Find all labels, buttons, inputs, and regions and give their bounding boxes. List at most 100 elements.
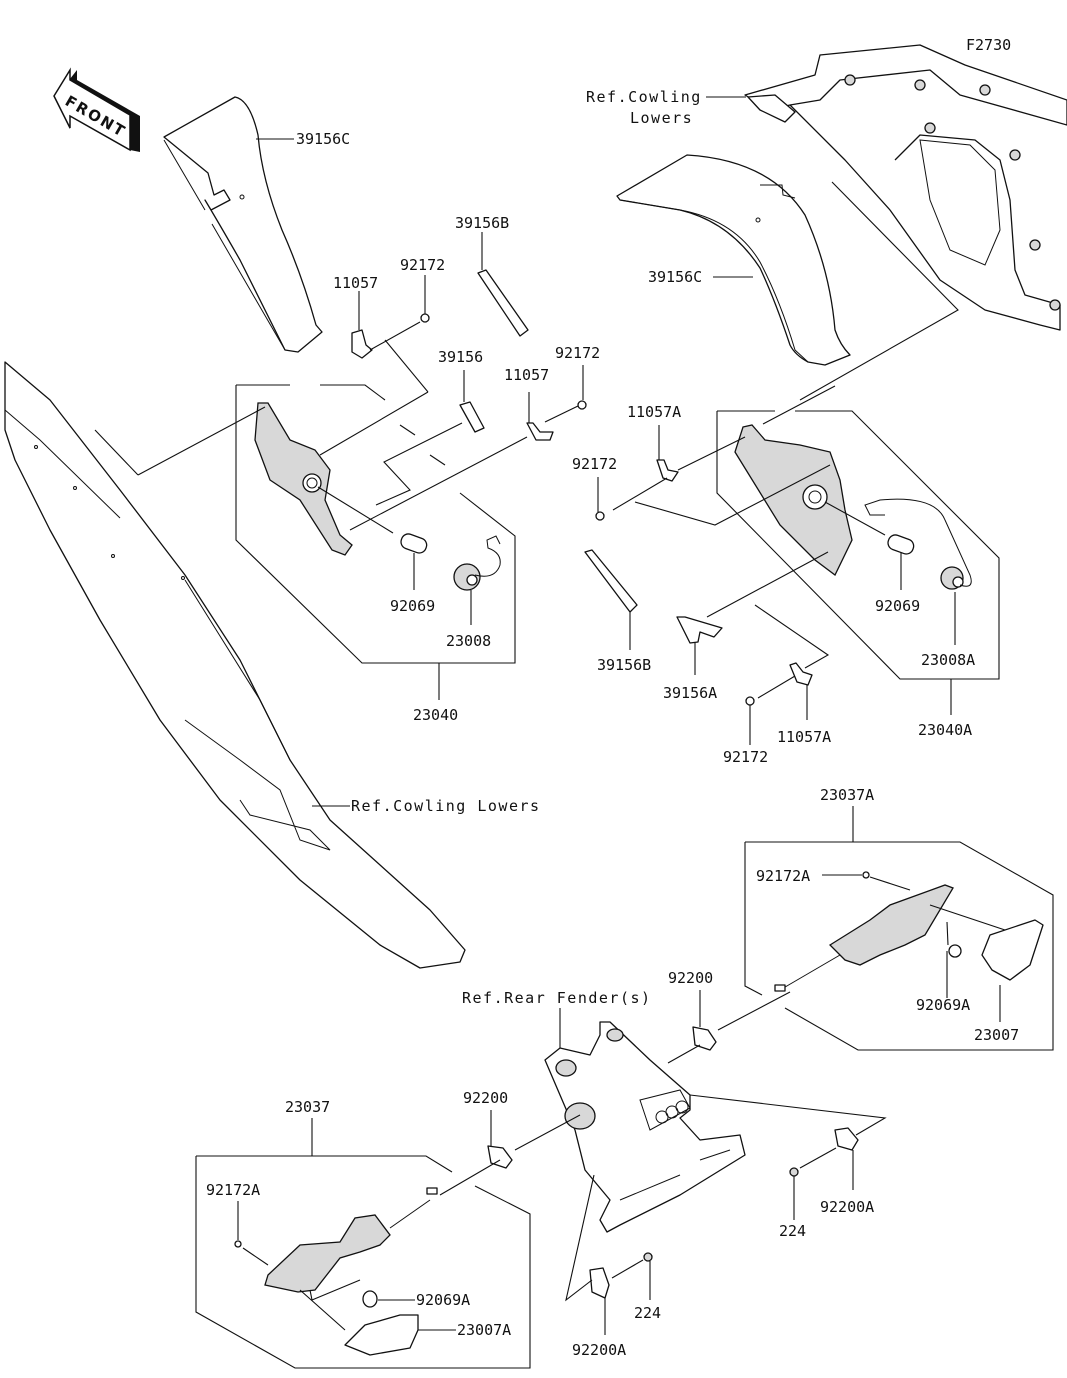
turn-signal-stalk-right xyxy=(774,884,954,992)
leader xyxy=(565,1174,595,1302)
part-label-92200-right[interactable]: 92200 xyxy=(668,969,713,987)
part-label-92172-a[interactable]: 92172 xyxy=(400,256,445,274)
bracket-11057A-top xyxy=(656,459,679,482)
screw-224-right xyxy=(789,1167,799,1177)
leader xyxy=(384,339,429,393)
part-label-11057A-bottom[interactable]: 11057A xyxy=(777,728,831,746)
part-label-39156A[interactable]: 39156A xyxy=(663,684,717,702)
ref-cowling-lowers-top-line2[interactable]: Lowers xyxy=(630,109,693,127)
clip-92200A-bottom xyxy=(589,1267,610,1299)
screw-92172-d xyxy=(745,696,755,706)
leader xyxy=(689,1094,887,1136)
part-label-224-right[interactable]: 224 xyxy=(779,1222,806,1240)
screw-92172A-left xyxy=(234,1240,242,1248)
screw-224-bottom xyxy=(643,1252,653,1262)
part-label-92200A-right[interactable]: 92200A xyxy=(820,1198,874,1216)
leader xyxy=(869,876,1006,946)
grommet-92200-left xyxy=(487,1145,513,1169)
part-label-92172-d[interactable]: 92172 xyxy=(723,748,768,766)
leader xyxy=(94,429,139,476)
part-label-39156B-top[interactable]: 39156B xyxy=(455,214,509,232)
pad-39156 xyxy=(459,401,485,433)
part-label-92172A-left[interactable]: 92172A xyxy=(206,1181,260,1199)
part-label-92069-right[interactable]: 92069 xyxy=(875,597,920,615)
leader xyxy=(634,464,831,526)
bracket-11057-left xyxy=(351,329,373,359)
screw-92172A-right xyxy=(862,871,870,879)
part-label-39156C-left[interactable]: 39156C xyxy=(296,130,350,148)
part-label-92069A-right[interactable]: 92069A xyxy=(916,996,970,1014)
part-label-92200A-bottom[interactable]: 92200A xyxy=(572,1341,626,1359)
turn-signal-housing-left xyxy=(254,402,353,556)
strip-39156B-top xyxy=(477,269,529,337)
part-label-39156C-right[interactable]: 39156C xyxy=(648,268,702,286)
leader xyxy=(667,991,791,1064)
part-label-23007[interactable]: 23007 xyxy=(974,1026,1019,1044)
grommet-92200-right xyxy=(692,1026,717,1051)
part-label-23040[interactable]: 23040 xyxy=(413,706,458,724)
ref-cowling-lowers-left[interactable]: Ref.Cowling Lowers xyxy=(351,797,541,815)
front-arrow-icon: FRONT xyxy=(53,67,140,152)
turn-signal-housing-right xyxy=(734,424,853,576)
bulb-92069-left xyxy=(400,533,428,554)
leader xyxy=(236,384,446,466)
screw-92172-c xyxy=(595,511,605,521)
leader xyxy=(706,551,829,618)
part-label-23007A[interactable]: 23007A xyxy=(457,1321,511,1339)
leader xyxy=(319,391,429,456)
screw-92172-a xyxy=(369,313,430,351)
lens-23007A xyxy=(344,1314,419,1356)
leader xyxy=(439,1114,581,1196)
part-label-11057-a[interactable]: 11057 xyxy=(333,274,378,292)
part-label-23037A[interactable]: 23037A xyxy=(820,786,874,804)
assembly-bracket-23037A xyxy=(744,841,1054,1051)
leader xyxy=(544,405,579,423)
ref-cowling-lowers-top-line1[interactable]: Ref.Cowling xyxy=(586,88,702,106)
part-label-39156B-bottom[interactable]: 39156B xyxy=(597,656,651,674)
part-label-11057-b[interactable]: 11057 xyxy=(504,366,549,384)
turn-signal-stalk-left xyxy=(264,1187,438,1293)
inner-panel-39156C-left xyxy=(163,96,323,353)
clip-92200A-right xyxy=(834,1127,859,1151)
leader xyxy=(799,1147,837,1169)
leader xyxy=(375,422,463,506)
assembly-bracket-23040A xyxy=(716,410,1000,680)
part-label-23008A[interactable]: 23008A xyxy=(921,651,975,669)
lens-23007 xyxy=(981,919,1044,981)
leader xyxy=(349,436,528,531)
part-label-92172-c[interactable]: 92172 xyxy=(572,455,617,473)
leader xyxy=(317,486,394,534)
leader xyxy=(824,501,886,536)
part-label-92069A-left[interactable]: 92069A xyxy=(416,1291,470,1309)
bracket-11057-mid xyxy=(526,422,554,441)
assembly-bracket-23037 xyxy=(195,1155,531,1369)
part-label-224-bottom[interactable]: 224 xyxy=(634,1304,661,1322)
leader xyxy=(754,604,830,669)
part-label-92200-left[interactable]: 92200 xyxy=(463,1089,508,1107)
leader xyxy=(799,181,959,401)
part-label-92172A-right[interactable]: 92172A xyxy=(756,867,810,885)
leader xyxy=(137,406,266,476)
bulb-92069-right xyxy=(887,534,915,555)
inner-panel-39156C-right xyxy=(616,154,851,366)
socket-23008-left xyxy=(453,535,501,591)
bulb-92069A-right xyxy=(948,944,962,958)
bulb-92069A-left xyxy=(362,1290,378,1308)
figure-code: F2730 xyxy=(966,36,1011,54)
part-label-92172-b[interactable]: 92172 xyxy=(555,344,600,362)
leader xyxy=(611,1259,644,1279)
leader xyxy=(677,436,746,471)
part-label-92069-left[interactable]: 92069 xyxy=(390,597,435,615)
ref-rear-fender[interactable]: Ref.Rear Fender(s) xyxy=(462,989,652,1007)
cowling-lower-right xyxy=(744,44,1067,331)
cowl-fastener-icon xyxy=(844,74,1061,311)
part-label-23008[interactable]: 23008 xyxy=(446,632,491,650)
part-label-11057A-top[interactable]: 11057A xyxy=(627,403,681,421)
part-label-39156[interactable]: 39156 xyxy=(438,348,483,366)
part-label-23040A[interactable]: 23040A xyxy=(918,721,972,739)
pad-39156A xyxy=(676,616,723,644)
part-label-23037[interactable]: 23037 xyxy=(285,1098,330,1116)
leader xyxy=(757,675,796,699)
leader xyxy=(612,477,668,511)
